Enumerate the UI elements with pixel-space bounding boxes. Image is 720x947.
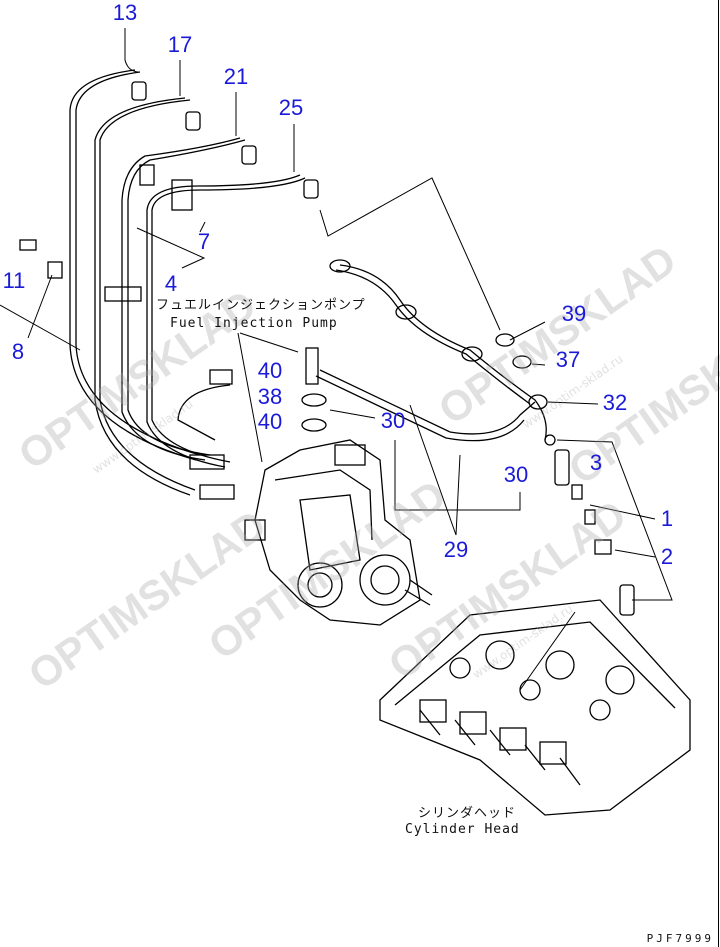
- callout-38[interactable]: 38: [257, 384, 283, 409]
- callout-37[interactable]: 37: [555, 347, 581, 372]
- cylinder-head: [379, 599, 691, 816]
- callout-8[interactable]: 8: [11, 339, 25, 364]
- callout-4[interactable]: 4: [164, 271, 178, 296]
- callout-17[interactable]: 17: [167, 32, 193, 57]
- pump-caption-en: Fuel Injection Pump: [170, 316, 338, 331]
- callout-32[interactable]: 32: [602, 390, 628, 415]
- drawing-code: PJF7999: [646, 932, 714, 945]
- pump-caption-jp: フュエルインジェクションポンプ: [156, 298, 366, 313]
- head-caption-jp: シリンダヘッド: [418, 806, 517, 821]
- callout-30[interactable]: 30: [380, 408, 406, 433]
- head-caption-en: Cylinder Head: [405, 822, 520, 837]
- injection-pipes: [69, 69, 547, 496]
- callout-11[interactable]: 11: [2, 268, 26, 293]
- callout-2[interactable]: 2: [660, 544, 674, 569]
- callout-40[interactable]: 40: [257, 358, 283, 383]
- callout-21[interactable]: 21: [223, 64, 249, 89]
- callout-13[interactable]: 13: [112, 0, 138, 25]
- frame-border: [718, 0, 719, 947]
- leader-lines: [0, 28, 673, 691]
- callout-25[interactable]: 25: [278, 95, 304, 120]
- callout-30[interactable]: 30: [503, 462, 529, 487]
- callout-1[interactable]: 1: [660, 506, 674, 531]
- fuel-injection-pump: [244, 439, 433, 626]
- callout-29[interactable]: 29: [443, 537, 469, 562]
- fittings: [19, 81, 635, 616]
- callout-7[interactable]: 7: [197, 229, 211, 254]
- callout-40[interactable]: 40: [257, 409, 283, 434]
- callout-39[interactable]: 39: [561, 301, 587, 326]
- callout-3[interactable]: 3: [589, 450, 603, 475]
